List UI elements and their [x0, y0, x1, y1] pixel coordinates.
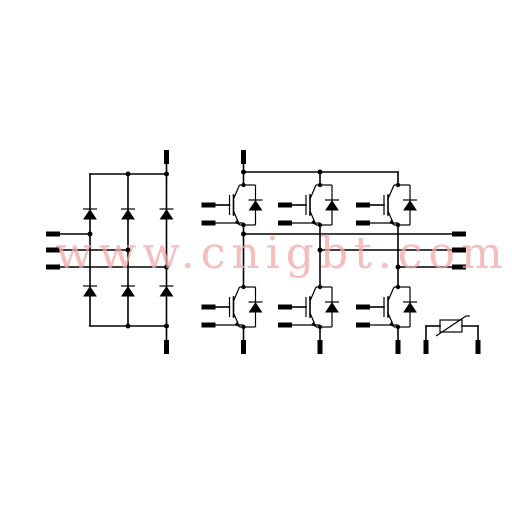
- igbt-lower-3: [356, 233, 417, 341]
- gate-terminal: [356, 304, 370, 310]
- igbt-upper-3: [356, 171, 417, 235]
- aux-emitter-terminal: [201, 322, 216, 328]
- igbt-lower-2: [278, 233, 339, 341]
- output-terminal-v: [452, 247, 466, 253]
- output-terminal-u: [452, 231, 466, 237]
- emitter-terminal-1: [241, 340, 246, 354]
- rectifier-dc-plus-terminal: [164, 150, 169, 164]
- emitter-terminal-2: [317, 340, 323, 354]
- rectifier-diode-5: [121, 285, 135, 297]
- aux-emitter-terminal: [356, 322, 370, 328]
- rectifier-diode-1: [83, 208, 97, 220]
- aux-emitter-terminal: [278, 220, 292, 226]
- rectifier-diode-3: [159, 208, 174, 220]
- aux-emitter-terminal: [278, 322, 292, 328]
- gate-terminal: [278, 202, 292, 208]
- rectifier-diode-4: [83, 285, 97, 297]
- inverter-dc-plus-terminal: [241, 150, 246, 164]
- watermark-text: www.cnigbt.com: [55, 228, 509, 279]
- igbt-lower-1: [201, 233, 263, 341]
- ac-input-terminal-3: [46, 264, 60, 270]
- gate-terminal: [201, 202, 216, 208]
- rectifier-diode-2: [121, 208, 135, 220]
- aux-emitter-terminal: [356, 220, 370, 226]
- thermistor-terminal-1: [423, 340, 429, 354]
- emitter-terminal-3: [395, 340, 401, 354]
- ac-input-terminal-1: [46, 231, 60, 237]
- igbt-upper-2: [278, 171, 339, 235]
- rectifier-dc-minus-terminal: [164, 340, 169, 354]
- thermistor-terminal-2: [475, 340, 481, 354]
- gate-terminal: [201, 304, 216, 310]
- igbt-upper-1: [201, 171, 263, 235]
- inverter-bridge: [241, 150, 466, 354]
- rectifier-bridge: [46, 150, 174, 354]
- gate-terminal: [356, 202, 370, 208]
- aux-emitter-terminal: [201, 220, 216, 226]
- ac-input-terminal-2: [46, 247, 60, 253]
- output-terminal-w: [452, 264, 466, 270]
- rectifier-diode-6: [159, 285, 174, 297]
- ntc-thermistor: [423, 315, 481, 354]
- gate-terminal: [278, 304, 292, 310]
- igbt-layer: [201, 171, 417, 341]
